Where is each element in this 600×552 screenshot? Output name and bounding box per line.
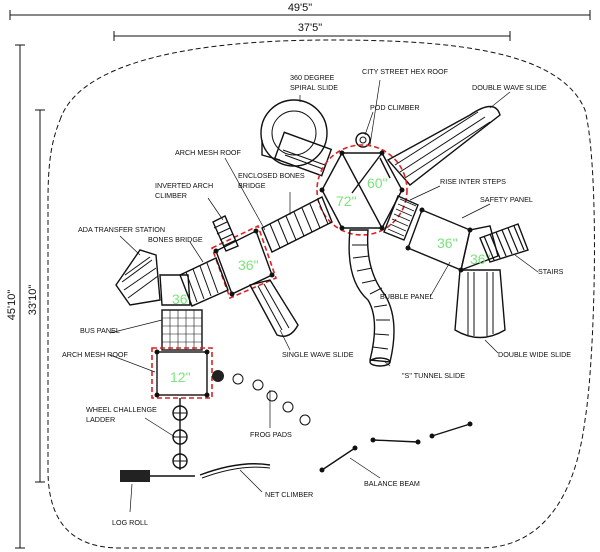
overall-depth-label: 45'10" xyxy=(6,290,18,321)
label-single-wave-slide: SINGLE WAVE SLIDE xyxy=(282,350,354,359)
balance-beam xyxy=(319,421,473,473)
label-arch-mesh-roof-top: ARCH MESH ROOF xyxy=(175,148,241,157)
hex-deck: 72" 60" xyxy=(316,144,408,236)
s-tunnel-slide xyxy=(348,229,395,367)
double-wave-slide xyxy=(379,105,501,186)
label-pod-climber: POD CLIMBER xyxy=(370,103,420,112)
hex-right-size: 60" xyxy=(367,175,388,191)
safety-zone-boundary xyxy=(47,39,595,549)
bones-bridge xyxy=(179,257,229,307)
right-deck: 36" 36" xyxy=(405,207,499,273)
spiral-slide xyxy=(260,99,333,177)
bottom-deck: 12" xyxy=(151,347,213,399)
left-deck: 36" xyxy=(211,224,277,300)
label-hex-roof: CITY STREET HEX ROOF xyxy=(362,67,449,76)
label-stairs: STAIRS xyxy=(538,267,564,276)
label-rise-inter-steps: RISE INTER STEPS xyxy=(440,177,506,186)
label-double-wave-slide: DOUBLE WAVE SLIDE xyxy=(472,83,547,92)
label-balance-beam: BALANCE BEAM xyxy=(364,479,420,488)
label-bubble-panel: BUBBLE PANEL xyxy=(380,292,433,301)
label-safety-panel: SAFETY PANEL xyxy=(480,195,533,204)
label-frog-pads: FROG PADS xyxy=(250,430,292,439)
right-small-size: 36" xyxy=(470,251,491,267)
right-deck-size: 36" xyxy=(437,235,458,251)
hex-left-size: 72" xyxy=(336,193,357,209)
enclosed-bones-bridge xyxy=(261,196,333,253)
label-net-climber: NET CLIMBER xyxy=(265,490,313,499)
inner-width-label: 37'5" xyxy=(298,22,322,34)
wheel-challenge-ladder xyxy=(172,398,188,470)
net-climber xyxy=(199,463,271,479)
ada-deck-size: 36 xyxy=(172,291,188,307)
single-wave-slide xyxy=(248,279,299,337)
pod-climber xyxy=(355,132,371,148)
inverted-arch-climber xyxy=(212,215,239,252)
inner-depth-label: 33'10" xyxy=(27,285,39,316)
bottom-deck-size: 12" xyxy=(170,369,191,385)
label-bus-panel: BUS PANEL xyxy=(80,326,120,335)
label-s-tunnel-slide: "S" TUNNEL SLIDE xyxy=(402,371,465,380)
log-roll xyxy=(120,470,195,482)
label-log-roll: LOG ROLL xyxy=(112,518,148,527)
bus-panel xyxy=(161,309,203,351)
label-bones-bridge: BONES BRIDGE xyxy=(148,235,203,244)
dimension-lines: 49'5" 37'5" 45'10" 33'10" xyxy=(6,2,591,549)
ada-transfer-station: 36 xyxy=(115,249,191,307)
leader-lines xyxy=(109,79,539,513)
left-deck-size: 36" xyxy=(238,257,259,273)
rise-inter-steps xyxy=(383,195,419,241)
overall-width-label: 49'5" xyxy=(288,2,312,14)
stairs xyxy=(479,223,529,263)
label-ada-transfer-station: ADA TRANSFER STATION xyxy=(78,225,165,234)
frog-pads xyxy=(212,370,311,426)
label-double-wide-slide: DOUBLE WIDE SLIDE xyxy=(498,350,571,359)
double-wide-slide xyxy=(454,269,506,339)
label-arch-mesh-roof-bottom: ARCH MESH ROOF xyxy=(62,350,128,359)
